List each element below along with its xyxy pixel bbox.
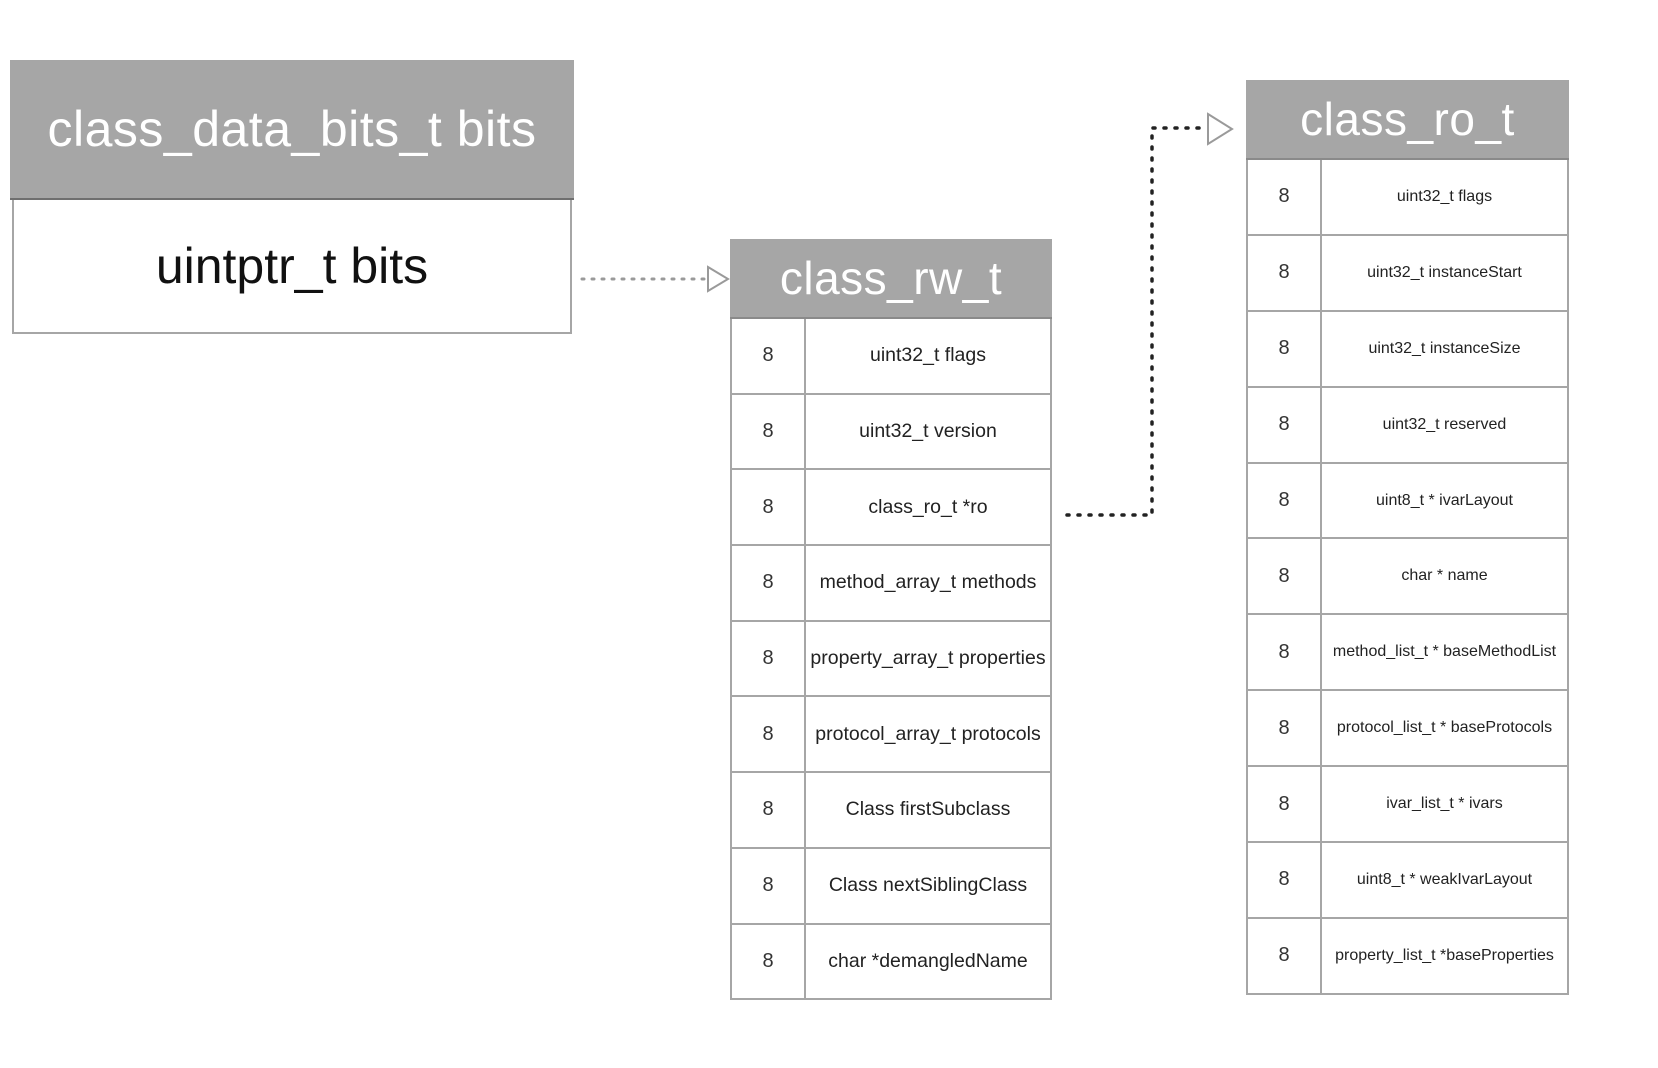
size-cell: 8 <box>1248 387 1322 462</box>
size-cell: 8 <box>1248 160 1322 234</box>
table-row: 8 uint32_t version <box>732 394 1050 471</box>
table-row: 8 method_array_t methods <box>732 546 1050 622</box>
table-row: 8 Class firstSubclass <box>732 773 1050 849</box>
field-cell: method_list_t * baseMethodList <box>1332 643 1557 661</box>
size-cell: 8 <box>732 924 806 999</box>
size-cell: 8 <box>1248 767 1322 842</box>
table-row: 8 property_list_t *baseProperties <box>1248 918 1567 995</box>
table-row: 8 uint32_t flags <box>1248 160 1567 236</box>
size-cell: 8 <box>1248 691 1322 766</box>
size-cell: 8 <box>732 394 806 469</box>
field-cell: uint32_t instanceSize <box>1368 339 1521 357</box>
field-cell: uint8_t * ivarLayout <box>1376 491 1513 509</box>
size-cell: 8 <box>732 848 806 923</box>
field-cell: uint32_t instanceStart <box>1367 263 1522 281</box>
rw-to-ro-arrowhead <box>1207 112 1234 146</box>
field-cell: Class nextSiblingClass <box>828 874 1028 897</box>
class-ro-t-rows: 8 uint32_t flags 8 uint32_t instanceStar… <box>1246 160 1569 995</box>
field-cell: uint32_t version <box>859 420 997 443</box>
rw-to-ro-connector <box>1065 126 1204 517</box>
size-cell: 8 <box>732 470 806 545</box>
size-cell: 8 <box>1248 311 1322 386</box>
table-row: 8 uint32_t instanceStart <box>1248 235 1567 312</box>
field-cell: uint32_t reserved <box>1382 415 1507 433</box>
table-row: 8 uint32_t reserved <box>1248 387 1567 464</box>
table-row: 8 uint32_t flags <box>732 319 1050 395</box>
table-row: 8 protocol_array_t protocols <box>732 697 1050 774</box>
uintptr-bits-cell: uintptr_t bits <box>12 200 572 334</box>
class-rw-t-table: class_rw_t 8 uint32_t flags 8 uint32_t v… <box>730 239 1052 1001</box>
field-cell: protocol_array_t protocols <box>815 722 1041 745</box>
field-cell: char *demangledName <box>828 949 1028 972</box>
class-data-bits-box: class_data_bits_t bits uintptr_t bits <box>10 60 574 334</box>
table-row: 8 class_ro_t *ro <box>732 470 1050 547</box>
table-row: 8 char * name <box>1248 539 1567 616</box>
field-cell: char * name <box>1401 567 1488 585</box>
class-data-bits-header: class_data_bits_t bits <box>10 60 574 200</box>
size-cell: 8 <box>732 773 806 847</box>
size-cell: 8 <box>732 546 806 620</box>
table-row: 8 Class nextSiblingClass <box>732 848 1050 925</box>
class-ro-t-table: class_ro_t 8 uint32_t flags 8 uint32_t i… <box>1246 80 1569 995</box>
size-cell: 8 <box>732 697 806 772</box>
size-cell: 8 <box>1248 918 1322 993</box>
field-cell: uint32_t flags <box>1396 187 1493 205</box>
size-cell: 8 <box>1248 539 1322 614</box>
field-cell: Class firstSubclass <box>845 798 1011 821</box>
table-row: 8 uint8_t * weakIvarLayout <box>1248 843 1567 919</box>
table-row: 8 char *demangledName <box>732 924 1050 1001</box>
table-row: 8 property_array_t properties <box>732 621 1050 698</box>
table-row: 8 ivar_list_t * ivars <box>1248 767 1567 844</box>
size-cell: 8 <box>1248 235 1322 310</box>
field-cell: uint8_t * weakIvarLayout <box>1356 870 1533 888</box>
bits-to-rw-arrowhead <box>707 265 730 293</box>
class-rw-t-rows: 8 uint32_t flags 8 uint32_t version 8 cl… <box>730 319 1052 1001</box>
size-cell: 8 <box>1248 463 1322 538</box>
field-cell: property_list_t *baseProperties <box>1335 946 1554 964</box>
size-cell: 8 <box>1248 843 1322 917</box>
field-cell: method_array_t methods <box>819 571 1037 594</box>
class-rw-t-title: class_rw_t <box>730 239 1052 319</box>
size-cell: 8 <box>732 621 806 696</box>
table-row: 8 uint32_t instanceSize <box>1248 311 1567 388</box>
class-ro-t-title: class_ro_t <box>1246 80 1569 160</box>
size-cell: 8 <box>1248 615 1322 690</box>
field-cell: uint32_t flags <box>869 344 986 367</box>
table-row: 8 method_list_t * baseMethodList <box>1248 615 1567 692</box>
field-cell: property_array_t properties <box>810 647 1046 670</box>
field-cell: class_ro_t *ro <box>868 495 988 518</box>
size-cell: 8 <box>732 319 806 393</box>
field-cell: ivar_list_t * ivars <box>1386 795 1503 813</box>
field-cell: protocol_list_t * baseProtocols <box>1336 719 1553 737</box>
table-row: 8 protocol_list_t * baseProtocols <box>1248 691 1567 768</box>
table-row: 8 uint8_t * ivarLayout <box>1248 463 1567 540</box>
